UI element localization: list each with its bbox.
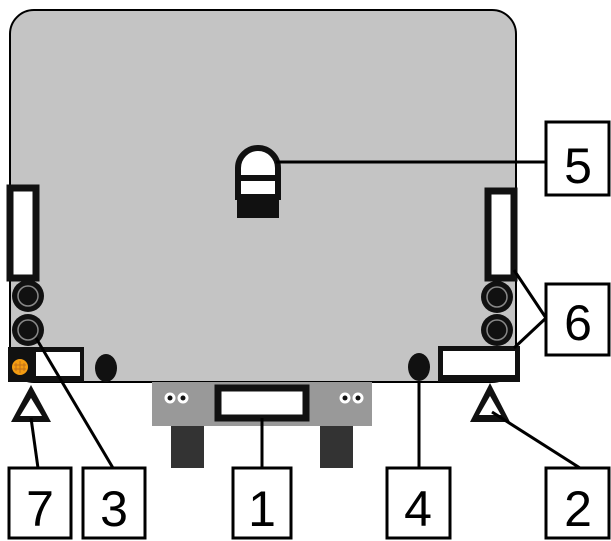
bumper-bolts-right bbox=[339, 392, 364, 404]
licence-plate-lamp bbox=[235, 145, 281, 218]
leader-lines bbox=[29, 160, 581, 470]
callout-7: 7 bbox=[7, 466, 73, 540]
callout-4-label: 4 bbox=[404, 481, 432, 537]
callout-5: 5 bbox=[544, 120, 611, 197]
callout-4: 4 bbox=[385, 466, 452, 540]
callout-5-label: 5 bbox=[564, 138, 592, 194]
callout-3: 3 bbox=[81, 466, 147, 540]
callout-3-label: 3 bbox=[100, 481, 128, 537]
right-triangle-reflector bbox=[470, 383, 510, 422]
right-support bbox=[320, 426, 353, 468]
callout-6-label: 6 bbox=[564, 295, 592, 351]
licence-plate bbox=[214, 384, 310, 422]
right-side-reflector-strip bbox=[484, 187, 518, 282]
right-reversing-lamp bbox=[408, 353, 430, 381]
callout-6: 6 bbox=[544, 282, 611, 357]
left-lamp-lens bbox=[36, 352, 80, 376]
bumper-bolts-left bbox=[164, 392, 189, 404]
left-fog-lamp bbox=[95, 354, 117, 382]
callout-2: 2 bbox=[544, 466, 611, 540]
callout-1-label: 1 bbox=[248, 481, 276, 537]
left-indicator-grid bbox=[14, 361, 26, 373]
left-support bbox=[171, 426, 204, 468]
left-triangle-reflector bbox=[11, 385, 51, 422]
callout-1: 1 bbox=[231, 466, 293, 540]
left-side-reflector-strip bbox=[6, 184, 40, 282]
callout-2-label: 2 bbox=[564, 481, 592, 537]
right-rear-lamps bbox=[481, 281, 513, 346]
callout-7-label: 7 bbox=[26, 481, 54, 537]
right-lamp-lens bbox=[443, 351, 515, 375]
